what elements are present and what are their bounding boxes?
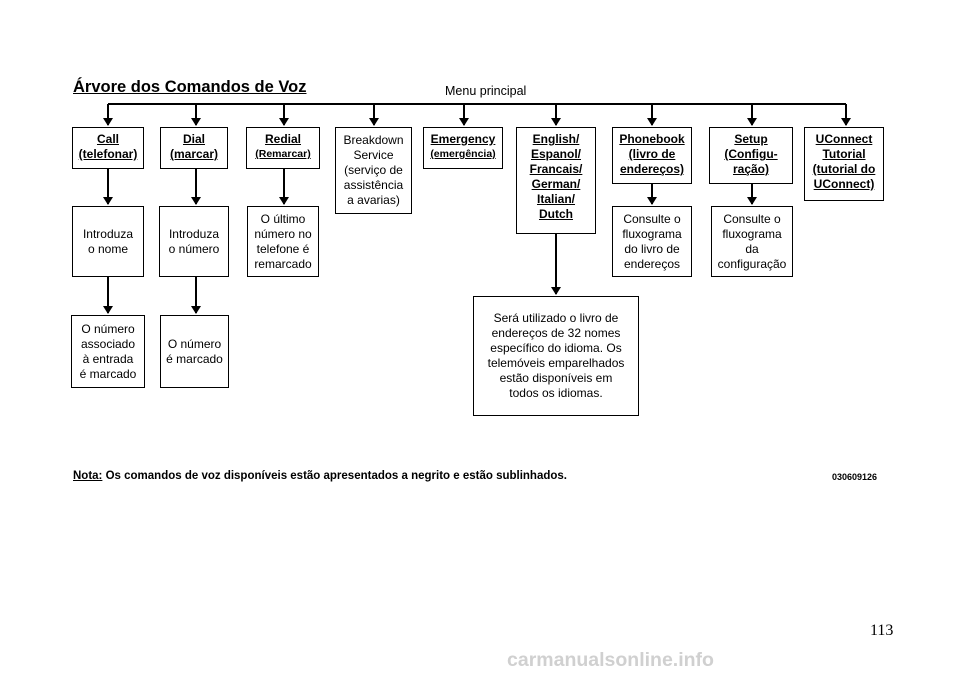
figure-code: 030609126	[832, 472, 878, 482]
language-espanol: Espanol/	[530, 147, 581, 161]
number-dialed-box: O número é marcado	[160, 315, 229, 388]
enter-name-line-1: Introduza	[82, 226, 134, 241]
footnote-text: Os comandos de voz disponíveis estão apr…	[105, 470, 567, 482]
associated-line-3: à entrada	[82, 351, 134, 366]
language-phonebook-info-box: Será utilizado o livro de endereços de 3…	[473, 296, 639, 416]
breakdown-line-2: Service	[353, 148, 394, 162]
setup-flow-line-4: configuração	[717, 256, 787, 271]
call-command-box: Call (telefonar)	[72, 127, 144, 169]
phonebook-flow-line-4: endereços	[623, 256, 681, 271]
dial-command-label: Dial	[182, 132, 205, 146]
phonebook-command-box: Phonebook (livro de endereços)	[612, 127, 692, 184]
phonebook-translation-2: endereços)	[619, 162, 685, 176]
emergency-command-translation: (emergência)	[430, 148, 496, 160]
diagram-title: Árvore dos Comandos de Voz	[73, 78, 307, 96]
language-info-line-1: Será utilizado o livro de	[493, 311, 619, 325]
language-command-box: English/ Espanol/ Francais/ German/ Ital…	[516, 127, 596, 234]
number-dialed-line-2: é marcado	[166, 351, 223, 366]
uconnect-tutorial-box: UConnect Tutorial (tutorial do UConnect)	[804, 127, 884, 201]
setup-flow-line-2: fluxograma	[722, 226, 782, 241]
phonebook-flow-line-2: fluxograma	[622, 226, 682, 241]
footnote: Nota: Os comandos de voz disponíveis est…	[73, 470, 567, 482]
emergency-command-label: Emergency	[430, 132, 496, 146]
associated-number-dialed-box: O número associado à entrada é marcado	[71, 315, 145, 388]
enter-name-line-2: o nome	[87, 241, 128, 256]
associated-line-2: associado	[80, 336, 136, 351]
footnote-label: Nota:	[73, 470, 103, 482]
setup-translation-2: ração)	[732, 162, 770, 176]
breakdown-line-4: assistência	[343, 178, 404, 192]
language-info-line-4: telemóveis emparelhados	[487, 356, 625, 370]
uconnect-command-label: UConnect	[815, 132, 873, 146]
breakdown-line-5: a avarias)	[347, 193, 400, 207]
language-info-line-2: endereços de 32 nomes	[491, 326, 621, 340]
last-number-line-3: telefone é	[256, 241, 310, 256]
phonebook-translation-1: (livro de	[628, 147, 676, 161]
redial-command-box: Redial (Remarcar)	[246, 127, 320, 169]
last-number-line-1: O último	[260, 211, 306, 226]
setup-command-box: Setup (Configu- ração)	[709, 127, 793, 184]
call-command-label: Call	[96, 132, 119, 146]
associated-line-4: é marcado	[79, 366, 137, 381]
phonebook-command-label: Phonebook	[619, 132, 685, 146]
uconnect-command-label-2: Tutorial	[822, 147, 866, 161]
breakdown-line-3: (serviço de	[344, 163, 403, 177]
call-command-translation: (telefonar)	[78, 147, 138, 161]
language-english: English/	[532, 132, 580, 146]
enter-number-line-1: Introduza	[168, 226, 220, 241]
setup-translation-1: (Configu-	[724, 147, 778, 161]
language-info-line-5: estão disponíveis em	[499, 371, 613, 385]
associated-line-1: O número	[81, 321, 135, 336]
phonebook-flowchart-box: Consulte o fluxograma do livro de endere…	[612, 206, 692, 277]
language-dutch: Dutch	[538, 207, 573, 221]
dial-command-translation: (marcar)	[169, 147, 219, 161]
page-number: 113	[870, 622, 894, 639]
setup-command-label: Setup	[734, 132, 768, 146]
language-info-line-6: todos os idiomas.	[509, 386, 603, 400]
uconnect-translation-1: (tutorial do	[812, 162, 876, 176]
uconnect-translation-2: UConnect)	[813, 177, 875, 191]
language-francais: Francais/	[529, 162, 583, 176]
redial-command-translation: (Remarcar)	[255, 148, 311, 160]
phonebook-flow-line-1: Consulte o	[623, 211, 681, 226]
last-number-box: O último número no telefone é remarcado	[247, 206, 319, 277]
emergency-command-box: Emergency (emergência)	[423, 127, 503, 169]
last-number-line-4: remarcado	[254, 256, 312, 271]
main-menu-label: Menu principal	[445, 84, 527, 98]
breakdown-service-box: Breakdown Service (serviço de assistênci…	[335, 127, 412, 214]
setup-flowchart-box: Consulte o fluxograma da configuração	[711, 206, 793, 277]
dial-command-box: Dial (marcar)	[160, 127, 228, 169]
watermark: carmanualsonline.info	[507, 649, 714, 671]
breakdown-line-1: Breakdown	[343, 133, 404, 147]
last-number-line-2: número no	[254, 226, 312, 241]
language-italian: Italian/	[536, 192, 575, 206]
phonebook-flow-line-3: do livro de	[624, 241, 680, 256]
enter-number-line-2: o número	[168, 241, 220, 256]
setup-flow-line-3: da	[745, 241, 759, 256]
enter-name-box: Introduza o nome	[72, 206, 144, 277]
redial-command-label: Redial	[264, 132, 301, 146]
enter-number-box: Introduza o número	[159, 206, 229, 277]
language-german: German/	[531, 177, 581, 191]
language-info-line-3: específico do idioma. Os	[490, 341, 622, 355]
number-dialed-line-1: O número	[167, 336, 222, 351]
setup-flow-line-1: Consulte o	[723, 211, 781, 226]
